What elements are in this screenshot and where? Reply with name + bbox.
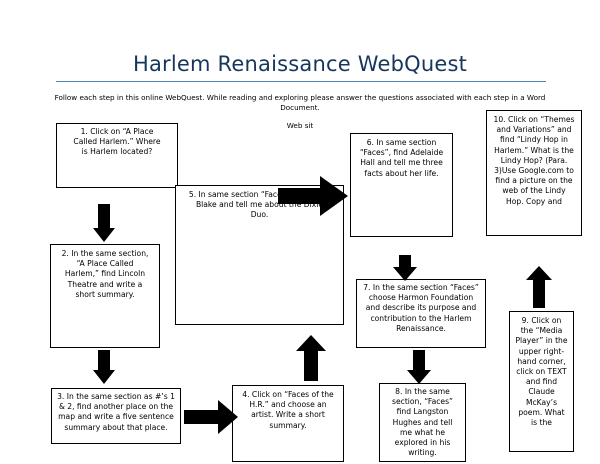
step-10-text: 10. Click on “Themes and Variations” and… (493, 115, 575, 206)
step-6-text: 6. In same section “Faces”, find Adelaid… (359, 138, 444, 178)
step-7-text: 7. In the same section “Faces” choose Ha… (363, 283, 479, 333)
step-10-box: 10. Click on “Themes and Variations” and… (486, 110, 582, 236)
step-8-text: 8. In the same section, “Faces” find Lan… (392, 387, 453, 458)
step-9-box: 9. Click on the “Media Player” in the up… (509, 311, 574, 452)
step-8-box: 8. In the same section, “Faces” find Lan… (379, 383, 466, 462)
arrow-up-4-to-5 (296, 335, 326, 381)
step-1-text: 1. Click on “A Place Called Harlem.” Whe… (73, 127, 161, 157)
step-5-box: 5. In same section “Faces” find Eubie Bl… (175, 185, 344, 325)
step-1-box: 1. Click on “A Place Called Harlem.” Whe… (56, 123, 178, 188)
arrow-down-6-to-7 (393, 255, 417, 281)
arrow-right-3-to-4 (184, 400, 238, 434)
arrow-down-1-to-2 (93, 204, 115, 242)
step-2-text: 2. In the same section, “A Place Called … (61, 249, 149, 299)
arrow-down-2-to-3 (93, 350, 115, 384)
step-7-box: 7. In the same section “Faces” choose Ha… (356, 279, 486, 348)
arrow-right-5-to-6 (278, 176, 348, 216)
step-4-text: 4. Click on “Faces of the H.R.” and choo… (242, 390, 334, 430)
instructions-text: Follow each step in this online WebQuest… (54, 93, 546, 112)
step-6-box: 6. In same section “Faces”, find Adelaid… (350, 133, 453, 237)
step-9-text: 9. Click on the “Media Player” in the up… (515, 316, 568, 428)
step-4-box: 4. Click on “Faces of the H.R.” and choo… (232, 385, 344, 462)
step-5-text: 5. In same section “Faces” find Eubie Bl… (188, 190, 331, 220)
step-3-box: 3. In the same section as #’s 1 & 2, fin… (51, 388, 181, 444)
web-sit-label: Web sit (286, 121, 314, 130)
title-underline (56, 81, 546, 82)
arrow-down-7-to-8 (407, 350, 431, 384)
arrow-up-9-to-10 (526, 266, 552, 308)
step-2-box: 2. In the same section, “A Place Called … (50, 244, 160, 348)
step-3-text: 3. In the same section as #’s 1 & 2, fin… (57, 392, 175, 432)
page-title: Harlem Renaissance WebQuest (132, 52, 468, 76)
